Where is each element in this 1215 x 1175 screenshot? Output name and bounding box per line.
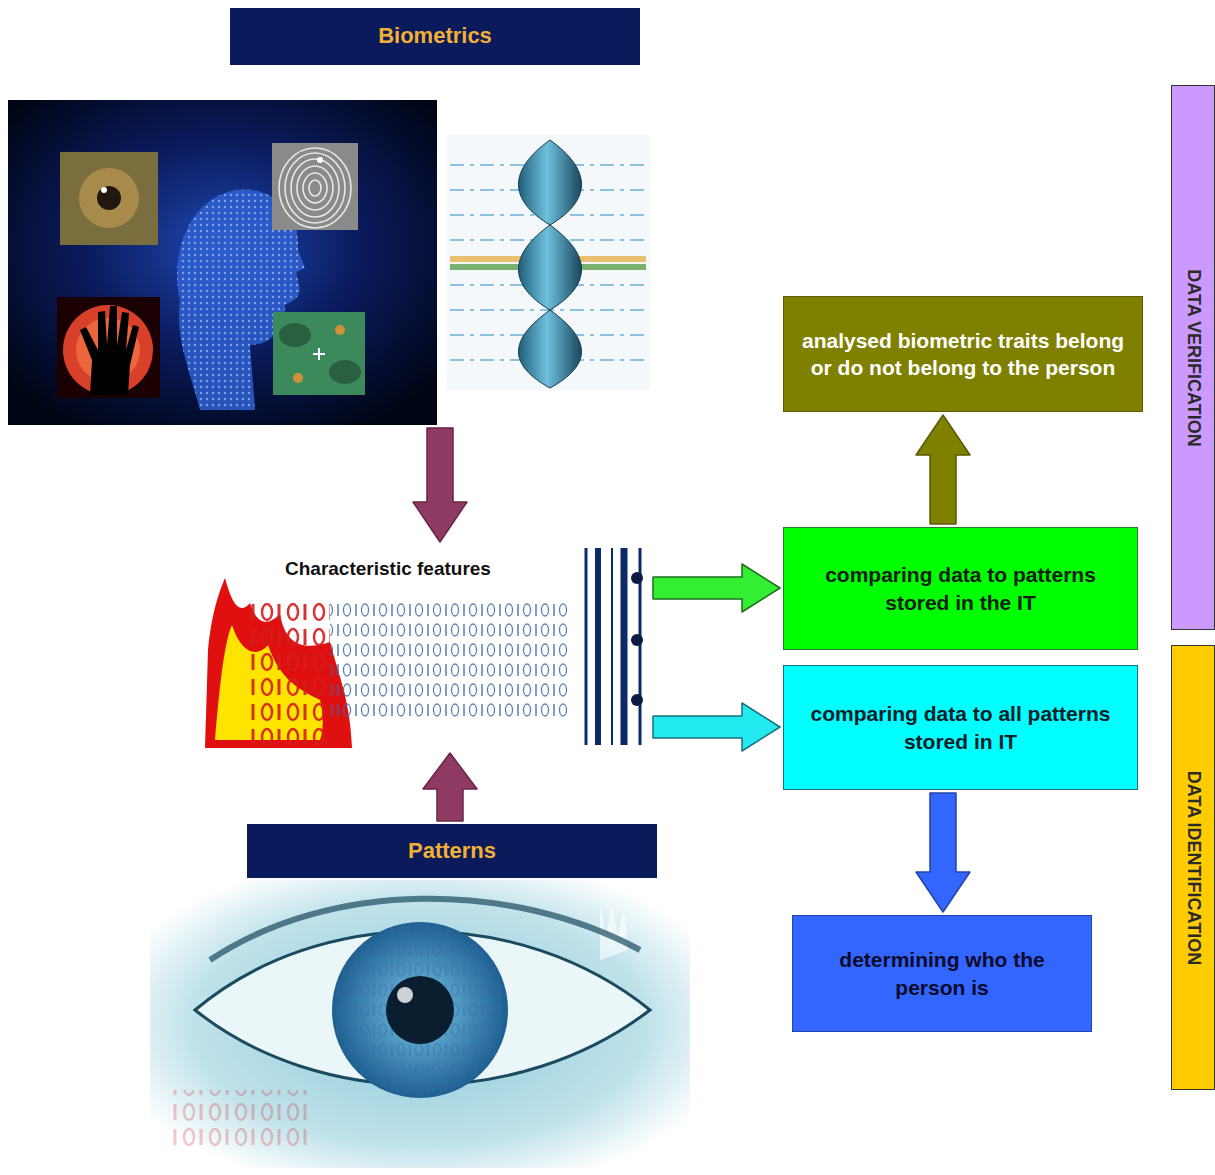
box-label: analysed biometric traits belong or do n… [798, 327, 1128, 382]
title-banner: Biometrics [230, 8, 640, 65]
block-arrow [423, 753, 477, 821]
feature-label: Characteristic features [285, 557, 491, 582]
box-label: Patterns [408, 837, 496, 866]
box-label: determining who the person is [807, 946, 1077, 1001]
block-arrow [413, 428, 467, 542]
result-box: analysed biometric traits belong or do n… [783, 296, 1143, 412]
result-box: determining who the person is [792, 915, 1092, 1032]
block-arrow [653, 703, 780, 751]
block-arrow [653, 564, 780, 612]
box-label: comparing data to patterns stored in the… [798, 561, 1123, 616]
block-arrow [916, 415, 970, 524]
feature-group: Characteristic features [205, 545, 650, 750]
section-band: DATA IDENTIFICATION [1171, 645, 1215, 1090]
box-label: comparing data to all patterns stored in… [798, 700, 1123, 755]
title-banner: Patterns [247, 824, 657, 878]
block-arrow [916, 793, 970, 912]
process-box: comparing data to patterns stored in the… [783, 527, 1138, 650]
band-label: DATA IDENTIFICATION [1183, 770, 1204, 964]
process-box: comparing data to all patterns stored in… [783, 665, 1138, 790]
band-label: DATA VERIFICATION [1183, 269, 1204, 446]
section-band: DATA VERIFICATION [1171, 85, 1215, 630]
biometrics-group: Biometrics [8, 8, 650, 425]
